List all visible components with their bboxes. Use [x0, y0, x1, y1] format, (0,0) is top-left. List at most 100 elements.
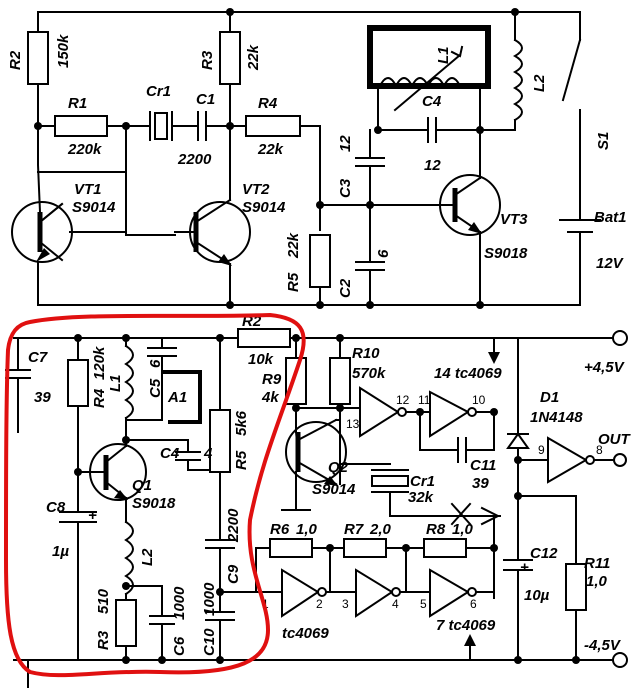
bot-c4-val: 4	[203, 445, 213, 462]
bot-cr1-ref: Cr1	[410, 473, 435, 490]
bot-cr1-val: 32k	[408, 489, 434, 506]
bot-q1-val: S9018	[132, 495, 176, 512]
top-vt1-ref: VT1	[74, 181, 102, 198]
pin-3: 3	[342, 597, 349, 611]
top-c3-val: 12	[337, 135, 354, 152]
bot-c6-ref: C6	[171, 636, 188, 656]
pin-8: 8	[596, 443, 603, 457]
bot-c4-ref: C4	[160, 445, 180, 462]
bot-c9-val: 2200	[225, 508, 242, 543]
bot-c12-ref: C12	[530, 545, 558, 562]
bot-r2-val: 10k	[248, 351, 274, 368]
top-c4-ref: C4	[422, 93, 442, 110]
bot-c6-val: 1000	[171, 586, 188, 620]
bot-r8-ref: R8	[426, 521, 446, 538]
bot-l1-ref: L1	[107, 374, 124, 392]
top-l2-ref: L2	[531, 74, 548, 92]
top-r1-val: 220k	[67, 141, 102, 158]
vpos-label: +4,5V	[584, 359, 626, 376]
bot-c11-val: 39	[472, 475, 489, 492]
ic-top-label: 14 tc4069	[434, 365, 502, 382]
top-r4-ref: R4	[258, 95, 278, 112]
bot-r10-val: 570k	[352, 365, 386, 382]
top-c2-ref: C2	[337, 278, 354, 298]
top-vt2-ref: VT2	[242, 181, 270, 198]
bot-r10-ref: R10	[352, 345, 380, 362]
top-c2-val: 6	[375, 249, 392, 258]
top-s1-ref: S1	[595, 132, 612, 150]
pin-5: 5	[420, 597, 427, 611]
bot-r7-ref: R7	[344, 521, 364, 538]
bot-d1-ref: D1	[540, 389, 559, 406]
highlight-outline	[3, 312, 306, 678]
pin-6: 6	[470, 597, 477, 611]
vneg-label: -4,5V	[584, 637, 622, 654]
top-r5-val: 22k	[285, 232, 302, 259]
bot-c8-ref: C8	[46, 499, 66, 516]
top-r1-ref: R1	[68, 95, 87, 112]
pin-11: 11	[418, 393, 431, 407]
top-bat1-ref: Bat1	[594, 209, 627, 226]
bot-c7-val: 39	[34, 389, 51, 406]
bot-r11-val: 1,0	[586, 573, 608, 590]
top-vt2-val: S9014	[242, 199, 286, 216]
bot-q2-ref: Q2	[328, 459, 349, 476]
top-cr1-ref: Cr1	[146, 83, 171, 100]
ic-bottom-right-label: 7 tc4069	[436, 617, 496, 634]
bot-r3-ref: R3	[95, 630, 112, 650]
top-bat1-val: 12V	[596, 255, 625, 272]
bottom-circuit: C7 39 R4 120k L1 C5 6 A1 R2 10k C4 4 R5 …	[5, 313, 632, 688]
bot-c12-val: 10µ	[524, 587, 550, 604]
out-label: OUT	[598, 431, 632, 448]
top-r5-ref: R5	[285, 272, 302, 292]
bot-r8-val: 1,0	[452, 521, 474, 538]
bot-r7-val: 2,0	[369, 521, 392, 538]
svg-text:+: +	[88, 507, 97, 524]
ic-bottom-left-label: tc4069	[282, 625, 329, 642]
bot-c7-ref: C7	[28, 349, 48, 366]
top-r2-ref: R2	[7, 50, 24, 70]
top-c1-ref: C1	[196, 91, 215, 108]
top-r2-val: 150k	[55, 34, 72, 68]
pin-4: 4	[392, 597, 399, 611]
bot-q2-val: S9014	[312, 481, 356, 498]
top-vt3-ref: VT3	[500, 211, 528, 228]
pin-9: 9	[538, 443, 545, 457]
pin-2: 2	[316, 597, 323, 611]
top-circuit: R2 150k R1 220k Cr1 C1 2200 R3 22k R4 22…	[7, 8, 627, 309]
bot-r6-ref: R6	[270, 521, 290, 538]
top-vt3-val: S9018	[484, 245, 528, 262]
top-l1-ref: L1	[435, 46, 452, 64]
bot-c10-ref: C10	[201, 628, 218, 656]
pin-12: 12	[396, 393, 410, 407]
top-r3-ref: R3	[199, 50, 216, 70]
svg-text:+: +	[520, 559, 529, 576]
bot-c5-val: 6	[147, 359, 164, 368]
top-c1-val: 2200	[177, 151, 212, 168]
bot-r3-val: 510	[95, 588, 112, 614]
bot-c9-ref: C9	[225, 564, 242, 584]
bot-d1-val: 1N4148	[530, 409, 583, 426]
bot-c11-ref: C11	[470, 457, 496, 474]
bot-r9-ref: R9	[262, 371, 282, 388]
top-r4-val: 22k	[257, 141, 284, 158]
top-r3-val: 22k	[245, 44, 262, 71]
top-c4-val: 12	[424, 157, 441, 174]
bot-c10-val: 1000	[201, 582, 218, 616]
top-vt1-val: S9014	[72, 199, 116, 216]
bot-q1-ref: Q1	[132, 477, 152, 494]
bot-c8-val: 1µ	[52, 543, 69, 560]
bot-l2-ref: L2	[139, 548, 156, 566]
pin-10: 10	[472, 393, 486, 407]
bot-r5-val: 5k6	[233, 410, 250, 436]
bot-r9-val: 4k	[261, 389, 279, 406]
top-c3-ref: C3	[337, 178, 354, 198]
bot-r4-ref: R4	[91, 388, 108, 408]
bot-r4-val: 120k	[91, 346, 108, 380]
bot-r6-val: 1,0	[296, 521, 318, 538]
bot-r5-ref: R5	[233, 450, 250, 470]
bot-r11-ref: R11	[584, 555, 610, 572]
bot-a1-ref: A1	[167, 389, 187, 406]
pin-13: 13	[346, 417, 360, 431]
